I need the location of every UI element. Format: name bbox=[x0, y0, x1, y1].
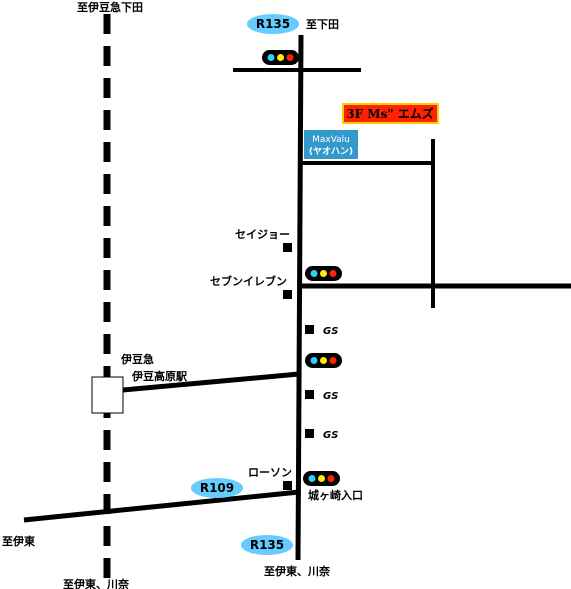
route-badge-r135-top-label: R135 bbox=[256, 17, 290, 31]
station-building bbox=[91, 376, 124, 414]
gs-marker-3 bbox=[305, 429, 314, 438]
bottom-left-destination: 至伊東、川奈 bbox=[63, 577, 130, 589]
bottom-right-destination: 至伊東、川奈 bbox=[264, 564, 331, 578]
station-label-line1: 伊豆急 bbox=[120, 352, 154, 366]
road-r109 bbox=[23, 489, 300, 523]
ems-name: 3F Ms" エムズ bbox=[346, 106, 434, 121]
gs-marker-1 bbox=[305, 325, 314, 334]
road-r135 bbox=[295, 34, 304, 561]
gs-marker-2 bbox=[305, 390, 314, 399]
route-badge-r109: R109 bbox=[191, 478, 243, 498]
gs-label-3: GS bbox=[323, 430, 338, 441]
maxvalu-name: MaxValu bbox=[312, 135, 350, 145]
lawson-label: ローソン bbox=[248, 466, 292, 479]
top-left-destination: 至伊豆急下田 bbox=[77, 0, 143, 14]
traffic-signal-icon bbox=[262, 50, 299, 65]
traffic-signal-icon bbox=[305, 353, 342, 368]
top-right-destination: 至下田 bbox=[306, 18, 339, 31]
route-badge-r135-bottom: R135 bbox=[241, 535, 293, 555]
traffic-signal-icon bbox=[303, 471, 340, 486]
maxvalu-store: MaxValu (ヤオハン) bbox=[304, 130, 358, 159]
route-badge-r109-label: R109 bbox=[200, 481, 234, 495]
seven-eleven-label: セブンイレブン bbox=[210, 274, 287, 288]
left-destination: 至伊東 bbox=[2, 534, 36, 548]
gs-label-2: GS bbox=[323, 391, 338, 402]
route-badge-r135-top: R135 bbox=[247, 14, 299, 34]
route-badge-r135-bottom-label: R135 bbox=[250, 538, 284, 552]
gs-label-1: GS bbox=[323, 326, 338, 337]
maxvalu-subname: (ヤオハン) bbox=[309, 146, 353, 157]
seven-eleven-marker bbox=[283, 290, 292, 299]
lawson-marker bbox=[283, 481, 292, 490]
road-station bbox=[122, 371, 300, 393]
seijo-marker bbox=[283, 243, 292, 252]
ems-store: 3F Ms" エムズ bbox=[342, 103, 439, 124]
traffic-signal-icon bbox=[305, 266, 342, 281]
jogasaki-entrance-label: 城ヶ崎入口 bbox=[308, 488, 363, 502]
seijo-label: セイジョー bbox=[235, 228, 290, 241]
station-label-line2: 伊豆高原駅 bbox=[131, 369, 187, 383]
